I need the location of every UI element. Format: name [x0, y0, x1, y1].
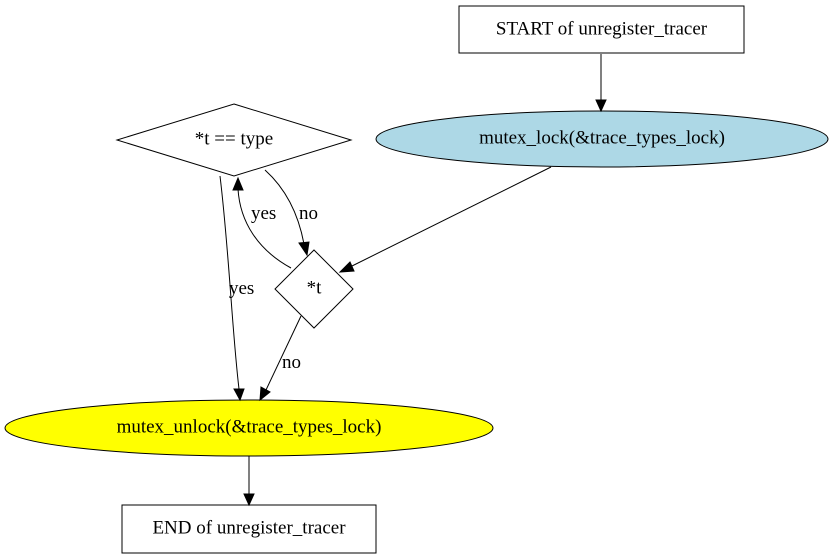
- mutex-lock-node: mutex_lock(&trace_types_lock): [375, 110, 829, 168]
- edge-t-to-unlock-no-label: no: [282, 352, 301, 373]
- edge-t-to-unlock-no-line: [265, 315, 302, 391]
- edge-type-to-unlock-yes-line: [219, 175, 240, 390]
- edge-t-to-type-yes-arrow: [232, 176, 244, 191]
- end-node-label: END of unregister_tracer: [152, 517, 346, 538]
- mutex-lock-node-shape: [375, 110, 829, 168]
- type-check-decision: *t == type: [115, 103, 353, 177]
- edge-t-to-type-yes-line: [237, 188, 292, 269]
- start-node-label: START of unregister_tracer: [496, 18, 708, 39]
- edge-type-to-t-no-line: [264, 169, 305, 245]
- edge-t-to-unlock-no: no: [259, 315, 302, 402]
- end-node-box: [121, 504, 377, 554]
- mutex-unlock-node: mutex_unlock(&trace_types_lock): [4, 399, 494, 457]
- edge-unlock-to-end: [243, 456, 255, 507]
- edge-type-to-t-no-arrow: [298, 241, 310, 257]
- edge-type-to-t-no-label: no: [299, 203, 318, 224]
- edge-unlock-to-end-arrow: [243, 493, 255, 507]
- edge-lock-to-t-arrow: [338, 261, 355, 273]
- start-node: START of unregister_tracer: [458, 5, 745, 54]
- edge-t-to-unlock-no-arrow: [259, 386, 271, 402]
- type-check-decision-shape: [115, 103, 353, 177]
- edge-t-to-type-yes-label: yes: [251, 203, 276, 224]
- edge-type-to-unlock-yes-arrow: [233, 388, 245, 402]
- type-check-decision-label: *t == type: [195, 128, 273, 149]
- t-check-decision-shape: [274, 249, 354, 329]
- end-node: END of unregister_tracer: [121, 504, 377, 554]
- edge-type-to-unlock-yes: yes: [219, 175, 254, 402]
- edge-t-to-type-yes: yes: [232, 176, 292, 269]
- edge-type-to-unlock-yes-label: yes: [229, 278, 254, 299]
- edge-lock-to-t: [338, 166, 552, 273]
- edge-start-to-lock-arrow: [595, 99, 607, 113]
- start-node-box: [458, 5, 745, 54]
- edge-type-to-t-no: no: [264, 169, 318, 257]
- mutex-unlock-node-label: mutex_unlock(&trace_types_lock): [117, 416, 382, 437]
- mutex-lock-node-label: mutex_lock(&trace_types_lock): [479, 127, 725, 148]
- edge-start-to-lock: [595, 54, 607, 113]
- t-check-decision: *t: [274, 249, 354, 329]
- edge-lock-to-t-line: [349, 166, 552, 268]
- t-check-decision-label: *t: [307, 277, 323, 298]
